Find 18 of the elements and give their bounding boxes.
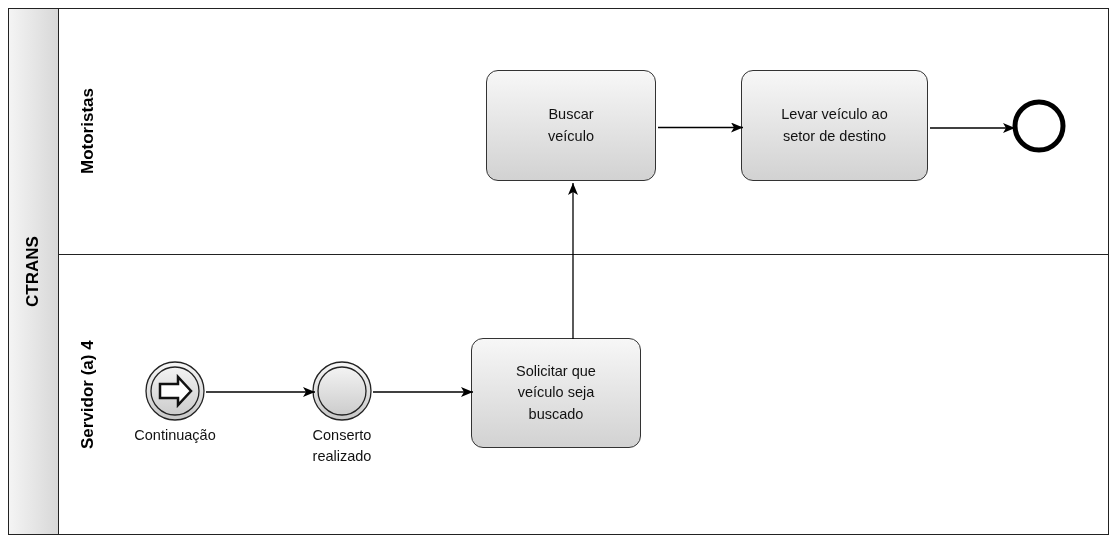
lane-label: Servidor (a) 4 <box>77 339 98 451</box>
end-event-circle <box>1011 98 1067 154</box>
event-label: Conserto realizado <box>311 426 373 466</box>
pool <box>8 8 1109 535</box>
pool-label: CTRANS <box>23 235 43 309</box>
sequence-flow-arrow <box>372 387 474 397</box>
task-box <box>471 338 641 448</box>
task-box <box>741 70 928 181</box>
sequence-flow-arrow <box>929 123 1016 133</box>
sequence-flow-arrow <box>657 122 744 133</box>
task-label: Levar veículo ao setor de destino <box>780 105 889 146</box>
event-label: Continuação <box>133 426 217 445</box>
task-box <box>486 70 656 181</box>
sequence-flow-arrow <box>568 182 578 340</box>
task-label: Solicitar que veículo seja buscado <box>515 362 597 424</box>
task-label: Buscar veículo <box>547 105 595 146</box>
sequence-flow-arrow <box>205 387 316 397</box>
lane-label: Motoristas <box>77 87 98 176</box>
